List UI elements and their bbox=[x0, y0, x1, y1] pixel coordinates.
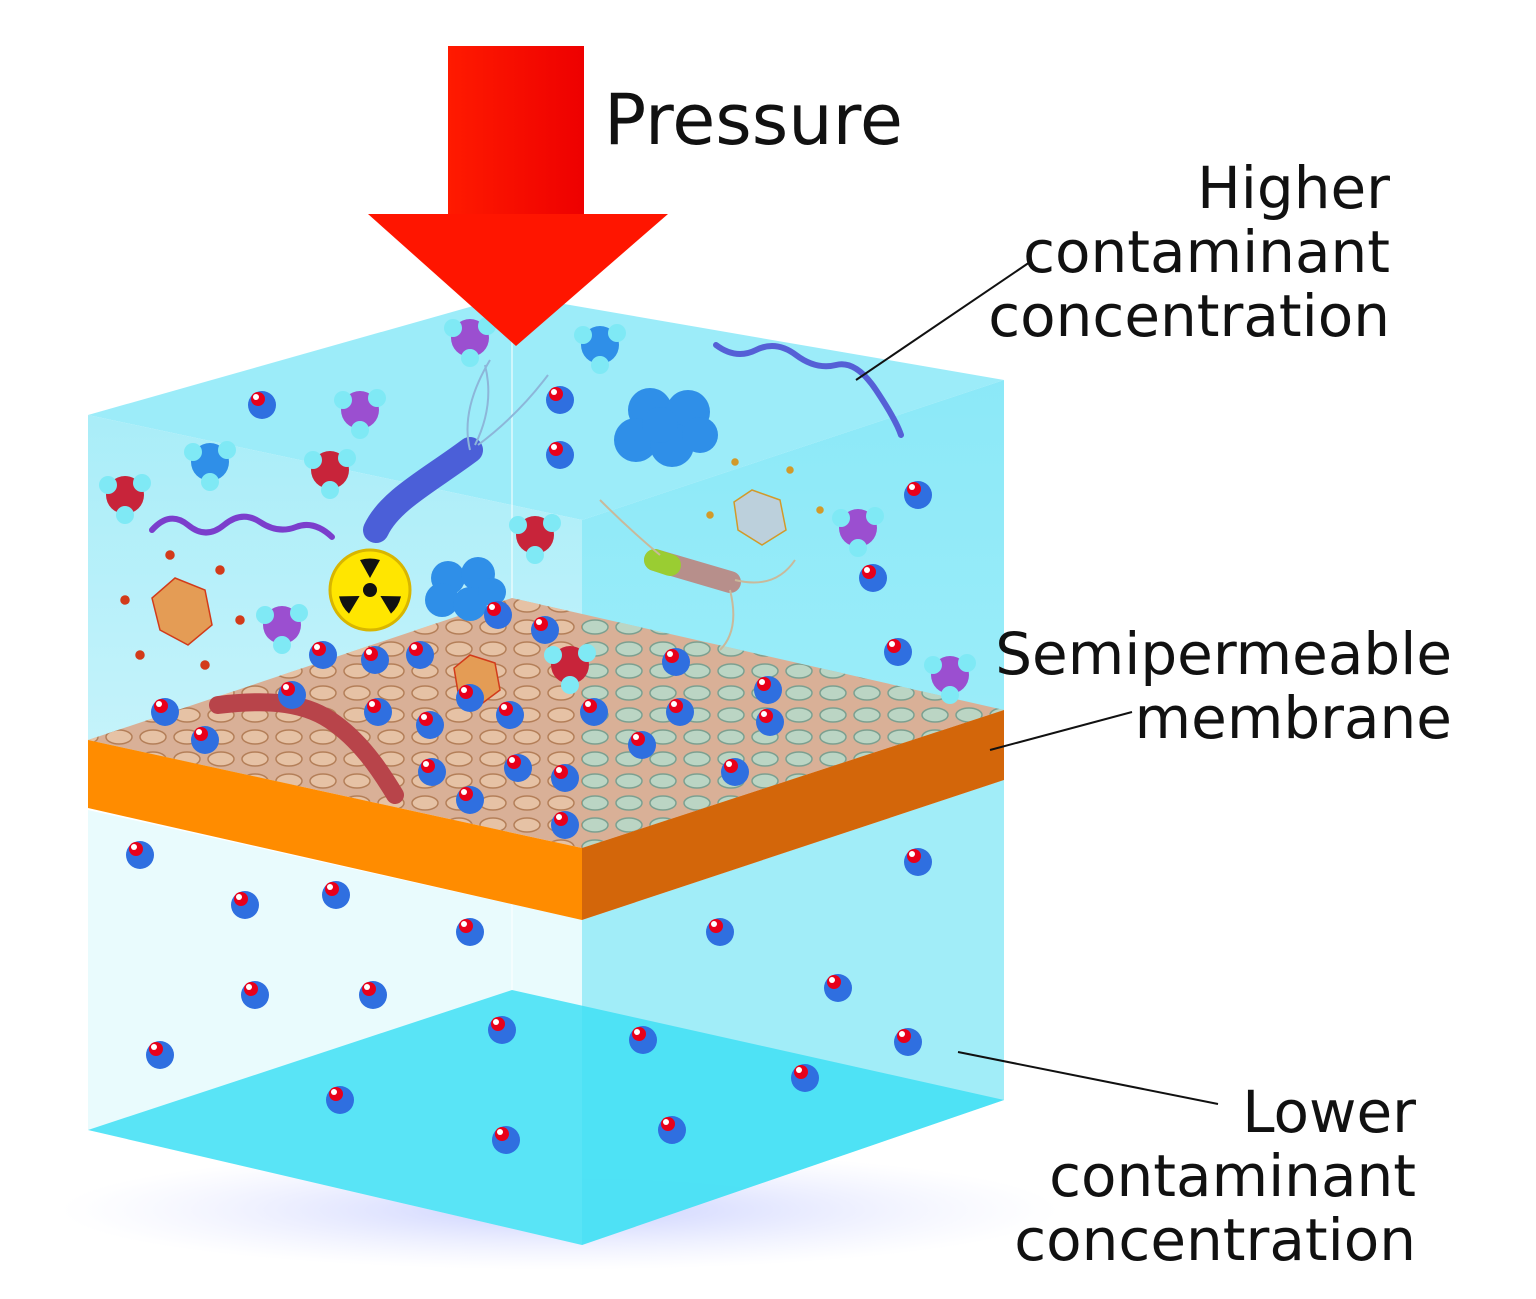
water-molecule-icon bbox=[151, 698, 179, 726]
water-molecule-icon bbox=[551, 811, 579, 839]
water-molecule-icon bbox=[278, 681, 306, 709]
membrane-label-line: Semipermeable bbox=[995, 622, 1452, 686]
water-molecule-icon bbox=[456, 918, 484, 946]
water-molecule-icon bbox=[894, 1028, 922, 1056]
water-molecule-icon bbox=[231, 891, 259, 919]
water-molecule-icon bbox=[456, 786, 484, 814]
water-molecule-icon bbox=[126, 841, 154, 869]
higher-label-line: contaminant bbox=[988, 220, 1390, 284]
water-molecule-icon bbox=[241, 981, 269, 1009]
water-molecule-icon bbox=[824, 974, 852, 1002]
water-molecule-icon bbox=[456, 684, 484, 712]
water-molecule-icon bbox=[359, 981, 387, 1009]
higher-label-line: concentration bbox=[988, 284, 1390, 348]
water-molecule-icon bbox=[326, 1086, 354, 1114]
water-molecule-icon bbox=[904, 848, 932, 876]
water-molecule-icon bbox=[580, 698, 608, 726]
higher-contaminant-label: Higher contaminant concentration bbox=[988, 156, 1390, 348]
water-molecule-icon bbox=[191, 726, 219, 754]
lower-contaminant-label: Lower contaminant concentration bbox=[1014, 1080, 1416, 1272]
water-molecule-icon bbox=[418, 758, 446, 786]
water-molecule-icon bbox=[496, 701, 524, 729]
water-molecule-icon bbox=[859, 564, 887, 592]
water-molecule-icon bbox=[666, 698, 694, 726]
water-molecule-icon bbox=[721, 758, 749, 786]
water-molecule-icon bbox=[546, 441, 574, 469]
water-molecule-icon bbox=[492, 1126, 520, 1154]
water-molecule-icon bbox=[406, 641, 434, 669]
water-molecule-icon bbox=[546, 386, 574, 414]
water-molecule-icon bbox=[361, 646, 389, 674]
water-molecule-icon bbox=[754, 676, 782, 704]
water-molecule-icon bbox=[662, 648, 690, 676]
water-molecule-icon bbox=[322, 881, 350, 909]
water-molecule-icon bbox=[146, 1041, 174, 1069]
water-molecule-icon bbox=[416, 711, 444, 739]
pressure-label: Pressure bbox=[604, 82, 903, 158]
water-molecule-icon bbox=[484, 601, 512, 629]
water-molecule-icon bbox=[706, 918, 734, 946]
membrane-label-line: membrane bbox=[995, 686, 1452, 750]
water-molecule-icon bbox=[531, 616, 559, 644]
water-molecule-icon bbox=[629, 1026, 657, 1054]
water-molecule-icon bbox=[504, 754, 532, 782]
water-molecule-icon bbox=[248, 391, 276, 419]
higher-label-line: Higher bbox=[988, 156, 1390, 220]
water-molecule-icon bbox=[488, 1016, 516, 1044]
water-molecule-icon bbox=[756, 708, 784, 736]
radiation-hazard-icon bbox=[330, 550, 410, 630]
water-molecule-icon bbox=[884, 638, 912, 666]
lower-label-line: concentration bbox=[1014, 1208, 1416, 1272]
lower-label-line: Lower bbox=[1014, 1080, 1416, 1144]
water-molecule-icon bbox=[628, 731, 656, 759]
water-molecule-icon bbox=[364, 698, 392, 726]
water-molecule-icon bbox=[791, 1064, 819, 1092]
water-molecule-icon bbox=[551, 764, 579, 792]
water-molecule-icon bbox=[904, 481, 932, 509]
water-molecule-icon bbox=[309, 641, 337, 669]
water-molecule-icon bbox=[658, 1116, 686, 1144]
membrane-label: Semipermeable membrane bbox=[995, 622, 1452, 750]
lower-label-line: contaminant bbox=[1014, 1144, 1416, 1208]
